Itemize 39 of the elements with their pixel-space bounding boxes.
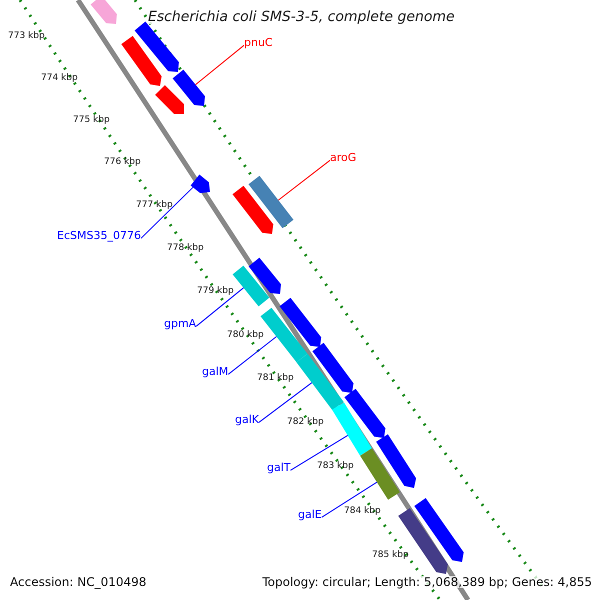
- scale-label: 781 kbp: [257, 374, 294, 383]
- scale-label: 784 kbp: [344, 507, 381, 516]
- scale-label: 777 kbp: [136, 201, 173, 210]
- title: Escherichia coli SMS-3-5, complete genome: [148, 10, 455, 24]
- gene-feature: [172, 70, 205, 106]
- accession-text: Accession: NC_010498: [10, 576, 146, 588]
- leader-line: [278, 160, 330, 201]
- scale-label: 782 kbp: [287, 418, 324, 427]
- gene-label: galM: [202, 366, 228, 377]
- gene-label: galK: [235, 414, 259, 425]
- leader-line: [290, 434, 348, 471]
- scale-label: 773 kbp: [8, 32, 45, 41]
- gene-feature: [296, 354, 344, 410]
- scale-label: 779 kbp: [197, 287, 234, 296]
- leader-line: [228, 336, 277, 375]
- leader-line: [140, 186, 194, 239]
- leader-line: [321, 482, 378, 518]
- leader-line: [196, 287, 244, 327]
- gene-feature: [332, 402, 372, 456]
- gene-label: EcSMS35_0776: [57, 230, 141, 241]
- gene-label: aroG: [330, 152, 356, 163]
- gene-label: pnuC: [244, 37, 273, 48]
- scale-label: 778 kbp: [167, 244, 204, 253]
- gene-feature: [232, 266, 270, 306]
- scale-label: 780 kbp: [227, 331, 264, 340]
- scale-label: 776 kbp: [104, 158, 141, 167]
- leader-line: [258, 382, 312, 423]
- gene-feature: [248, 176, 294, 228]
- scale-label: 783 kbp: [317, 462, 354, 471]
- gene-feature: [190, 174, 210, 194]
- gene-feature: [360, 448, 400, 500]
- gene-label: gpmA: [164, 318, 196, 329]
- leader-line: [195, 44, 244, 86]
- scale-label: 774 kbp: [41, 74, 78, 83]
- scale-label: 785 kbp: [372, 551, 409, 560]
- gene-label: galE: [298, 509, 322, 520]
- scale-label: 775 kbp: [73, 116, 110, 125]
- genome-summary-text: Topology: circular; Length: 5,068,389 bp; Genes: 4,855: [262, 576, 592, 588]
- gene-label: galT: [267, 462, 290, 473]
